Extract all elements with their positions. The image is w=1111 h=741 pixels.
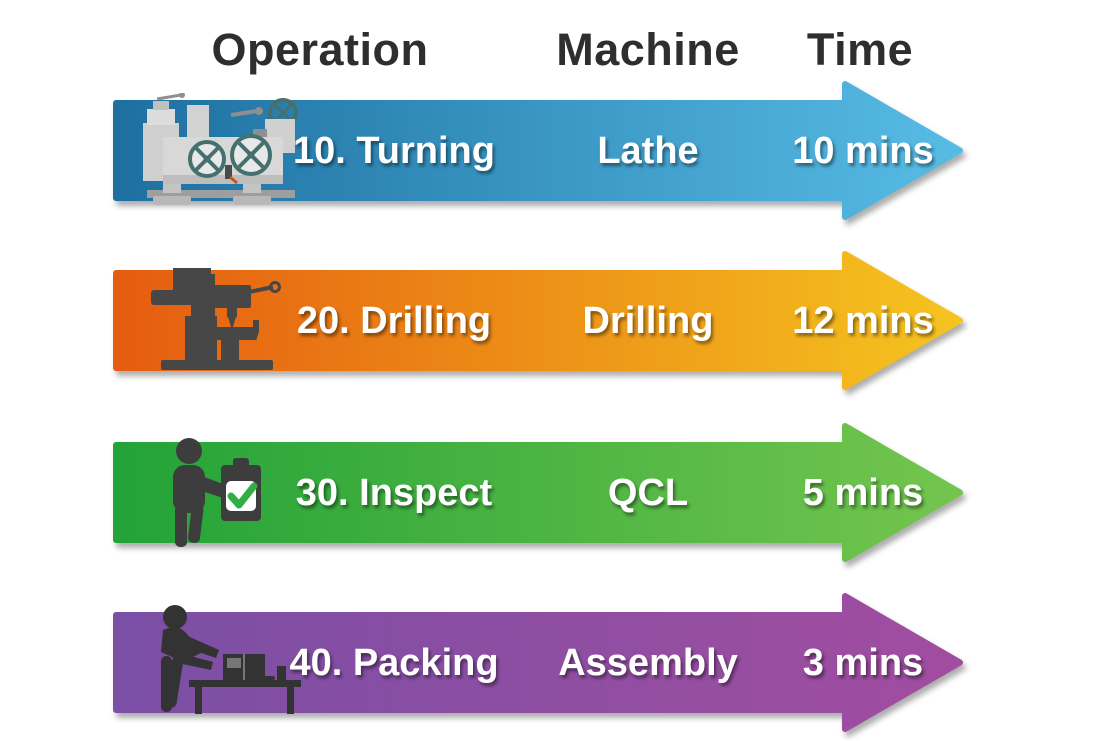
process-step-row-turning: 10. Turning Lathe 10 mins: [113, 80, 965, 221]
process-step-row-inspect: 30. Inspect QCL 5 mins: [113, 422, 965, 563]
arrow-shape-inspect: [113, 423, 963, 562]
machine-label: Drilling: [582, 300, 714, 342]
packing-table-icon: [161, 605, 301, 714]
time-label: 5 mins: [802, 472, 924, 514]
time-label: 10 mins: [792, 130, 934, 172]
time-label: 12 mins: [792, 300, 934, 342]
operation-label: 10. Turning: [293, 130, 495, 172]
column-header-operation: Operation: [211, 24, 429, 75]
inspector-clipboard-icon: [173, 438, 261, 547]
arrow-shape-packing: [113, 593, 963, 732]
column-header-time: Time: [806, 24, 914, 75]
operation-label: 30. Inspect: [295, 472, 493, 514]
time-label: 3 mins: [802, 642, 924, 684]
operation-label: 40. Packing: [289, 642, 499, 684]
lathe-machine-icon: [143, 93, 298, 205]
drilling-machine-icon: [151, 268, 281, 370]
machine-label: QCL: [607, 472, 689, 514]
operation-label: 20. Drilling: [296, 300, 492, 342]
process-step-row-drilling: 20. Drilling Drilling 12 mins: [113, 250, 965, 391]
process-step-row-packing: 40. Packing Assembly 3 mins: [113, 592, 965, 733]
machine-label: Lathe: [597, 130, 699, 172]
column-header-machine: Machine: [556, 24, 740, 75]
machine-label: Assembly: [558, 642, 738, 684]
